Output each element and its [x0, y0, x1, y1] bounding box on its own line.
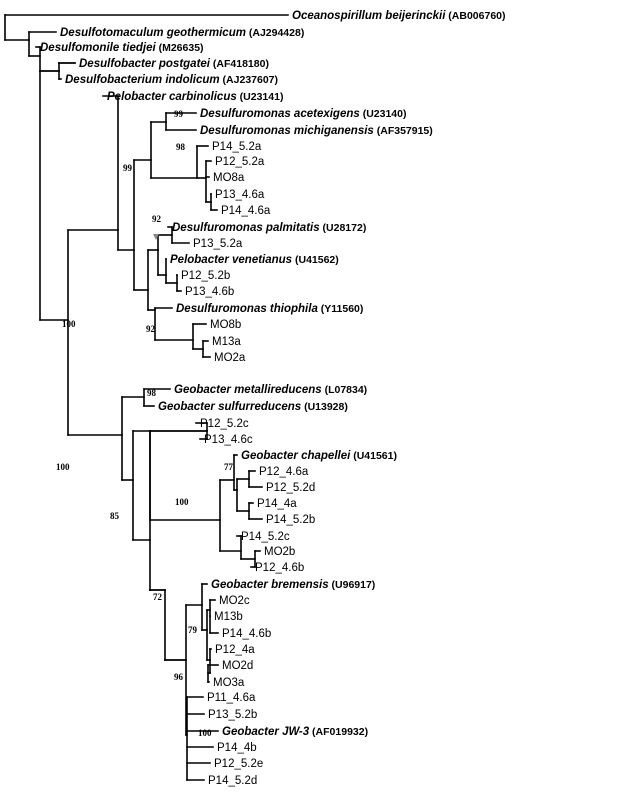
leaf-label-clone: MO8a	[213, 172, 245, 184]
bootstrap-value: 96	[174, 672, 184, 682]
leaf-label-species: Desulfuromonas thiophila (Y11560)	[176, 303, 363, 315]
leaf-label-clone: MO2a	[214, 352, 246, 364]
leaf-label-clone: P14_5.2d	[208, 775, 257, 787]
leaf-label-species: Geobacter JW-3 (AF019932)	[222, 726, 368, 738]
bootstrap-values: 99 99 98 92 92 100 98 100 77 85 100 72 79 96 100	[56, 109, 234, 738]
bootstrap-value: 100	[62, 319, 76, 329]
leaf-label-species: Desulfomonile tiedjei (M26635)	[40, 42, 204, 54]
bootstrap-value: 79	[188, 625, 198, 635]
leaf-label-clone: P14_5.2b	[266, 514, 315, 526]
leaf-label-clone: P13_5.2a	[193, 238, 243, 250]
leaf-label-clone: P14_5.2c	[241, 531, 290, 543]
leaf-label-species: Pelobacter carbinolicus (U23141)	[107, 91, 283, 103]
bootstrap-value: 100	[56, 462, 70, 472]
leaf-label-species: Desulfobacterium indolicum (AJ237607)	[65, 74, 278, 86]
leaf-label-clone: P12_4.6a	[259, 466, 309, 478]
leaf-label-clone: P12_4.6b	[255, 562, 304, 574]
leaf-label-species: Geobacter chapellei (U41561)	[241, 450, 397, 462]
leaf-label-clone: P12_5.2b	[181, 270, 230, 282]
leaf-label-clone: P14_5.2a	[212, 141, 262, 153]
leaf-label-clone: P13_4.6b	[185, 286, 234, 298]
bootstrap-value: 100	[175, 497, 189, 507]
leaf-label-clone: MO2c	[219, 595, 250, 607]
leaf-label-clone: P12_5.2e	[214, 758, 263, 770]
bootstrap-value: 77	[224, 462, 234, 472]
bootstrap-value: 99	[174, 109, 184, 119]
arrow-marker-icon	[153, 234, 159, 240]
bootstrap-value: 85	[110, 511, 120, 521]
leaf-label-clone: M13b	[214, 611, 243, 623]
leaf-label-clone: P12_4a	[215, 644, 255, 656]
leaf-label-clone: P14_4a	[257, 498, 297, 510]
leaf-label-clone: P12_5.2a	[215, 156, 265, 168]
bootstrap-value: 100	[198, 728, 212, 738]
leaf-labels: Oceanospirillum beijerinckii (AB006760) D…	[40, 10, 506, 787]
leaf-label-clone: M13a	[212, 336, 241, 348]
leaf-label-clone: P12_5.2c	[200, 418, 249, 430]
leaf-label-species: Desulfuromonas palmitatis (U28172)	[172, 222, 366, 234]
leaf-label-clone: MO2d	[222, 660, 253, 672]
leaf-label-species: Geobacter bremensis (U96917)	[211, 579, 375, 591]
bootstrap-value: 92	[146, 324, 156, 334]
leaf-label-clone: P14_4b	[217, 742, 257, 754]
leaf-label-species: Desulfotomaculum geothermicum (AJ294428)	[60, 27, 304, 39]
leaf-label-species: Geobacter metallireducens (L07834)	[174, 384, 367, 396]
leaf-label-species: Pelobacter venetianus (U41562)	[170, 254, 339, 266]
leaf-label-clone: MO2b	[264, 546, 295, 558]
bootstrap-value: 98	[176, 142, 186, 152]
leaf-label-clone: P14_4.6a	[221, 205, 271, 217]
leaf-label-species: Desulfobacter postgatei (AF418180)	[79, 58, 269, 70]
tree-branches	[4, 14, 289, 781]
bootstrap-value: 99	[123, 163, 133, 173]
bootstrap-value: 72	[153, 592, 163, 602]
leaf-label-clone: P11_4.6a	[207, 692, 256, 704]
leaf-label-clone: MO3a	[213, 677, 245, 689]
leaf-label-clone: P13_4.6c	[204, 434, 253, 446]
bootstrap-value: 98	[147, 388, 157, 398]
leaf-label-clone: P12_5.2d	[266, 482, 315, 494]
leaf-label-species: Geobacter sulfurreducens (U13928)	[158, 401, 348, 413]
leaf-label-species: Desulfuromonas acetexigens (U23140)	[200, 108, 406, 120]
leaf-label-clone: P13_5.2b	[208, 709, 257, 721]
leaf-label-clone: MO8b	[210, 319, 241, 331]
leaf-label-clone: P14_4.6b	[222, 628, 271, 640]
leaf-label-clone: P13_4.6a	[215, 189, 265, 201]
leaf-label-species: Desulfuromonas michiganensis (AF357915)	[200, 125, 433, 137]
bootstrap-value: 92	[152, 214, 162, 224]
leaf-label-species: Oceanospirillum beijerinckii (AB006760)	[292, 10, 506, 22]
